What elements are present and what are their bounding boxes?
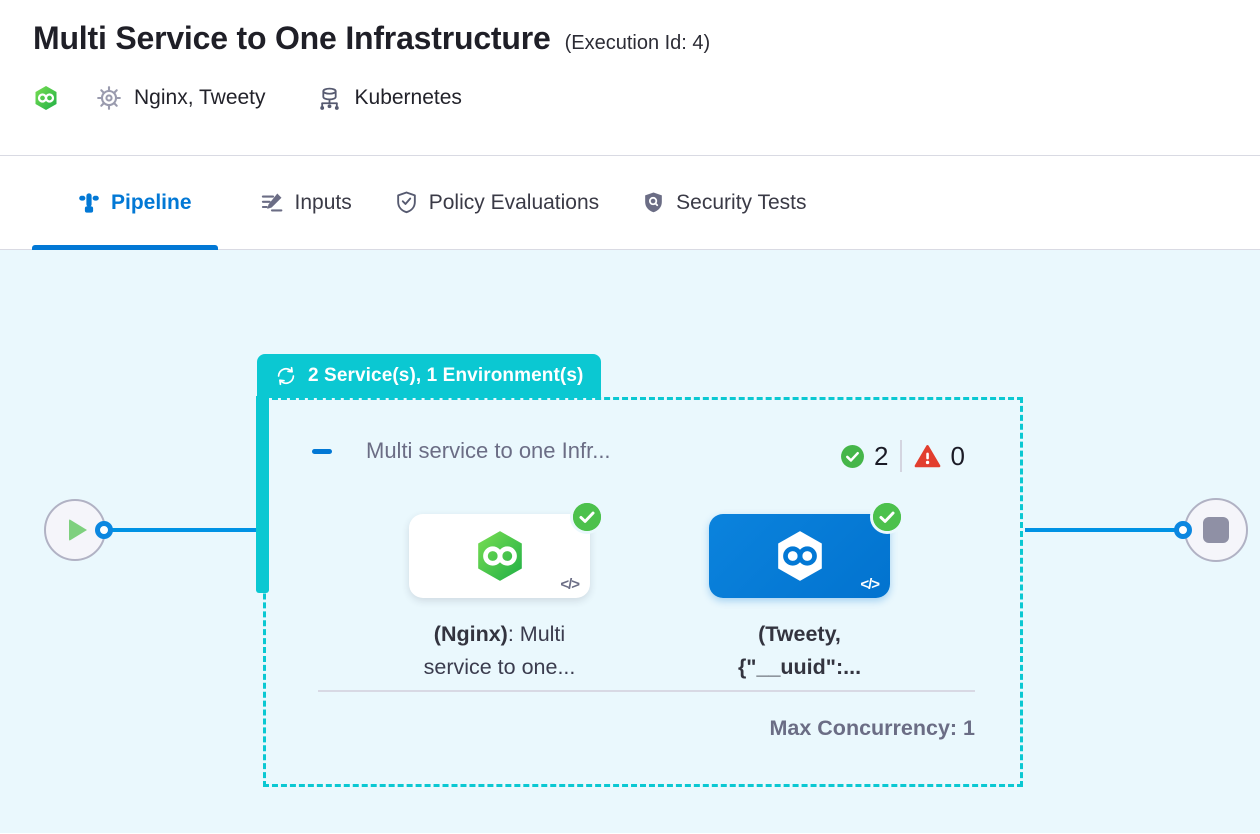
tab-security-tests-label: Security Tests [676, 190, 807, 214]
execution-id-label: (Execution Id: 4) [564, 32, 711, 54]
tab-pipeline-label: Pipeline [111, 190, 192, 214]
service-name-rest: : Multi [507, 622, 566, 646]
success-check-icon [840, 444, 865, 469]
service-name-bold2: {"__uuid":... [737, 655, 862, 679]
services-gear-icon [95, 84, 123, 112]
service-card-label-nginx: (Nginx): Multi service to one... [389, 618, 610, 684]
service-node-nginx[interactable]: </> [409, 500, 604, 598]
tab-security-tests[interactable]: Security Tests [641, 156, 807, 249]
harness-service-icon-green [473, 529, 527, 583]
inputs-icon [260, 190, 285, 215]
loop-refresh-icon [275, 365, 297, 387]
end-node-port [1174, 521, 1192, 539]
environment-label: Kubernetes [354, 86, 462, 109]
service-node-tweety[interactable]: </> [709, 500, 904, 598]
harness-cd-icon [33, 84, 59, 112]
play-icon [69, 519, 87, 541]
service-name-bold: (Nginx) [433, 622, 508, 646]
failed-count: 0 [950, 440, 965, 471]
policy-shield-check-icon [394, 190, 419, 215]
tab-policy-evaluations-label: Policy Evaluations [428, 190, 600, 214]
service-name-bold: (Tweety, [758, 622, 841, 646]
security-shield-icon [641, 190, 666, 215]
pipeline-icon [77, 191, 101, 215]
failed-warning-icon [914, 443, 941, 470]
entity-row: Nginx, Tweety Kubernetes [33, 84, 1260, 112]
tab-policy-evaluations[interactable]: Policy Evaluations [394, 156, 599, 249]
success-badge-icon [570, 500, 604, 534]
start-node-port [95, 521, 113, 539]
execution-header: Multi Service to One Infrastructure (Exe… [0, 0, 1260, 156]
matrix-group-badge-label: 2 Service(s), 1 Environment(s) [308, 365, 584, 386]
success-count: 2 [874, 440, 889, 471]
execution-tabbar: Pipeline Inputs Policy Evaluations [0, 156, 1260, 250]
count-divider [900, 440, 903, 472]
stage-header: Multi service to one Infr... [312, 438, 992, 464]
stage-group-dashed-border [263, 397, 1023, 787]
pipeline-end-node [1184, 498, 1248, 562]
services-label: Nginx, Tweety [134, 86, 266, 109]
success-badge-icon [870, 500, 904, 534]
harness-service-icon-white [773, 529, 827, 583]
stage-title[interactable]: Multi service to one Infr... [366, 438, 611, 463]
matrix-group-badge[interactable]: 2 Service(s), 1 Environment(s) [257, 354, 602, 398]
tab-inputs[interactable]: Inputs [260, 156, 352, 249]
service-card-label-tweety: (Tweety, {"__uuid":... [689, 618, 910, 684]
edge-start-to-stage [104, 528, 257, 532]
max-concurrency-label: Max Concurrency: 1 [769, 716, 975, 740]
stage-status-counts: 2 0 [840, 440, 965, 472]
stage-footer-divider [318, 690, 975, 692]
edge-stage-to-end [1025, 528, 1181, 532]
active-tab-underline [32, 245, 218, 250]
tab-pipeline[interactable]: Pipeline [32, 156, 218, 250]
pipeline-canvas[interactable]: 2 Service(s), 1 Environment(s) Multi ser… [0, 250, 1260, 833]
service-name-rest2: service to one... [423, 655, 576, 679]
code-icon: </> [560, 576, 580, 593]
code-icon: </> [860, 576, 880, 593]
infrastructure-icon [316, 85, 343, 112]
stop-icon [1203, 517, 1229, 543]
collapse-minus-icon[interactable] [312, 448, 332, 454]
tab-inputs-label: Inputs [294, 190, 352, 214]
page-title: Multi Service to One Infrastructure [33, 20, 551, 56]
title-row: Multi Service to One Infrastructure (Exe… [33, 20, 1260, 57]
